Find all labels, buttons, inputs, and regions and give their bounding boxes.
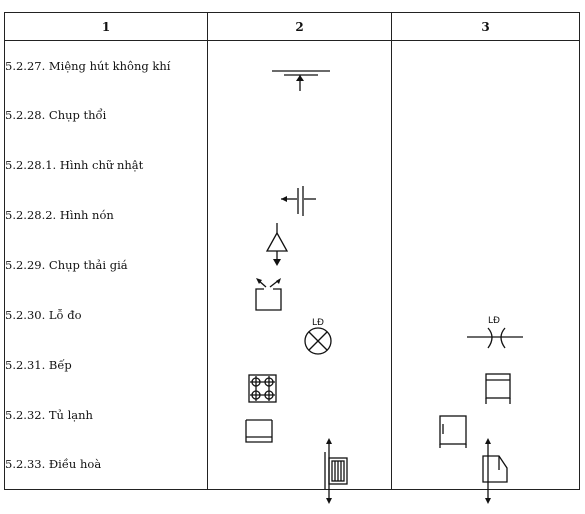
table-row: 5.2.27. Miệng hút không khí [4, 40, 580, 91]
table-row: 5.2.29. Chụp thải giá [4, 240, 580, 290]
symbol-cell-col3 [391, 190, 580, 241]
table-row: 5.2.28.2. Hình nón [4, 190, 580, 241]
table-row: 5.2.28.1. Hình chữ nhật [4, 140, 580, 191]
row-label: 5.2.28.2. Hình nón [4, 190, 208, 241]
symbol-cell-col3 [391, 90, 580, 141]
symbol-cell-col2 [207, 289, 392, 340]
symbol-cell-col2 [207, 40, 392, 91]
symbol-cell-col3 [391, 339, 580, 390]
header-col-1: 1 [4, 12, 208, 41]
table-row: 5.2.31. Bếp [4, 339, 580, 390]
symbol-cell-col3 [391, 439, 580, 491]
symbol-cell-col2 [207, 339, 392, 390]
symbol-cell-col3 [391, 389, 580, 440]
header-row: 1 2 3 [4, 12, 580, 41]
table-row: 5.2.28. Chụp thổi [4, 90, 580, 141]
row-label: 5.2.33. Điều hoà [4, 439, 208, 491]
symbol-cell-col3 [391, 140, 580, 191]
symbol-cell-col2 [207, 90, 392, 141]
row-label: 5.2.31. Bếp [4, 339, 208, 390]
header-col-3: 3 [391, 12, 580, 41]
symbol-cell-col3 [391, 40, 580, 91]
row-label: 5.2.32. Tủ lạnh [4, 389, 208, 440]
symbol-cell-col2 [207, 389, 392, 440]
symbol-cell-col2 [207, 140, 392, 191]
header-col-2: 2 [207, 12, 392, 41]
row-label: 5.2.29. Chụp thải giá [4, 240, 208, 290]
table-row: 5.2.33. Điều hoà [4, 439, 580, 491]
symbol-cell-col2 [207, 190, 392, 241]
row-label: 5.2.28.1. Hình chữ nhật [4, 140, 208, 191]
symbol-table: 1 2 3 5.2.27. Miệng hút không khí 5.2.28… [4, 12, 580, 491]
row-label: 5.2.27. Miệng hút không khí [4, 40, 208, 91]
symbol-cell-col3 [391, 289, 580, 340]
symbol-cell-col3 [391, 240, 580, 290]
row-label: 5.2.28. Chụp thổi [4, 90, 208, 141]
symbol-cell-col2 [207, 240, 392, 290]
table-row: 5.2.32. Tủ lạnh [4, 389, 580, 440]
row-label: 5.2.30. Lỗ đo [4, 289, 208, 340]
table-row: 5.2.30. Lỗ đo [4, 289, 580, 340]
symbol-cell-col2 [207, 439, 392, 491]
